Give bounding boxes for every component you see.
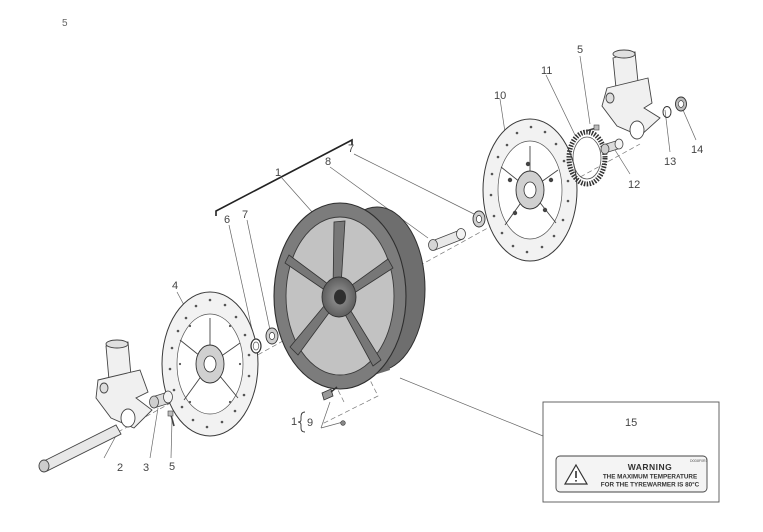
label-part-9: 9 [307,417,313,429]
group-1-bracket [215,138,353,216]
label-part-8: 8 [325,156,331,168]
axle-nut-14 [675,96,687,112]
valve-group-brace [297,411,306,433]
screw-5-bottom [167,410,175,427]
bearing-left [265,327,279,345]
label-part-12: 12 [628,179,640,191]
bearing-right [472,210,486,228]
part-labels: 1 1 2 3 4 5 5 6 7 7 8 9 10 11 12 13 14 1… [117,44,703,474]
seal-left [250,338,262,354]
wheel-axle [38,424,122,473]
label-part-4: 4 [172,280,178,292]
label-part-13: 13 [664,156,676,168]
label-part-11: 11 [541,65,552,77]
warning-sticker-panel: D0D8F0R1 WARNING THE MAXIMUM TEMPERATURE… [542,401,720,503]
o-ring-13 [662,106,672,118]
tyre-valve [321,386,346,426]
right-brake-disc [482,118,578,262]
label-part-3: 3 [143,462,149,474]
page-number: 5 [62,18,68,29]
front-wheel-rim [273,202,426,390]
label-part-7-left: 7 [242,209,248,221]
label-part-1-top: 1 [275,167,281,179]
screw-5-top [585,124,600,132]
label-part-7-right: 7 [348,143,354,155]
warning-line-1: THE MAXIMUM TEMPERATURE [603,474,697,481]
spacer-3 [149,390,173,409]
label-part-6: 6 [224,214,230,226]
spacer-12 [600,138,624,155]
warning-line-2: FOR THE TYREWARMER IS 80°C [601,481,700,489]
right-fork-foot [601,49,661,140]
sticker-code: D0D8F0R1 [690,459,708,463]
phonic-wheel [566,129,608,187]
spacer-tube [428,228,466,251]
warning-triangle-icon [563,463,589,485]
label-part-14: 14 [691,144,703,156]
label-part-5-top: 5 [577,44,583,56]
left-fork-foot [95,339,153,429]
label-part-5-bottom: 5 [169,461,175,473]
label-part-2: 2 [117,462,123,474]
warning-title: WARNING [628,462,673,472]
label-part-1-bottom: 1 [291,416,297,428]
label-part-15: 15 [625,417,637,429]
left-brake-disc [161,291,259,437]
label-part-10: 10 [494,90,506,102]
